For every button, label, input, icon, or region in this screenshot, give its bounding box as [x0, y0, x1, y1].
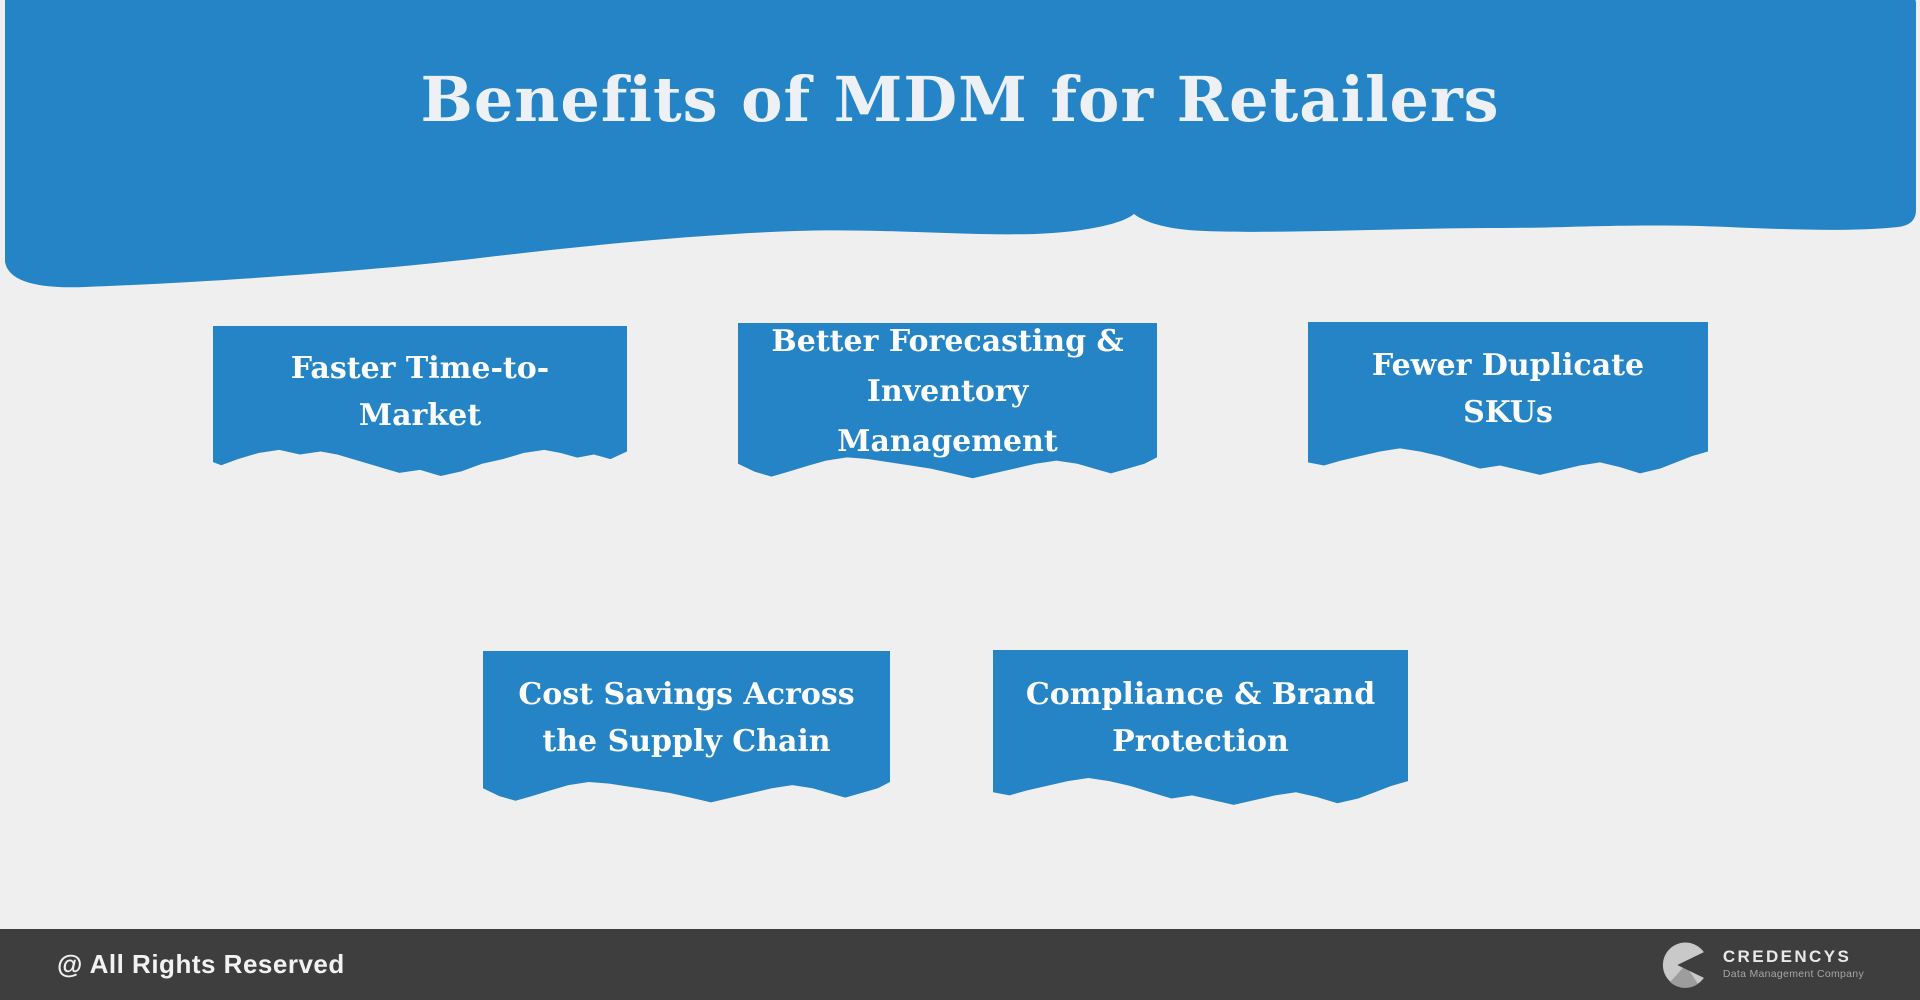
logo-name: CREDENCYS [1722, 947, 1852, 966]
footer-bar: @ All Rights Reserved CREDENCYS Data Man… [0, 929, 1920, 1000]
benefit-card-label: Faster Time-to-Market [290, 350, 550, 433]
header-wave-shape [5, 0, 1916, 288]
copyright-text: @ All Rights Reserved [57, 949, 345, 979]
benefit-card-faster-time-to-market: Faster Time-to-Market [213, 326, 627, 476]
logo-text-block: CREDENCYS Data Management Company [1723, 948, 1864, 981]
header-band [0, 0, 1920, 300]
page-title: Benefits of MDM for Retailers [420, 63, 1500, 136]
logo-tagline: Data Management Company [1722, 968, 1864, 980]
credencys-logo: CREDENCYS Data Management Company [1662, 938, 1864, 992]
credencys-logo-icon [1662, 942, 1709, 988]
